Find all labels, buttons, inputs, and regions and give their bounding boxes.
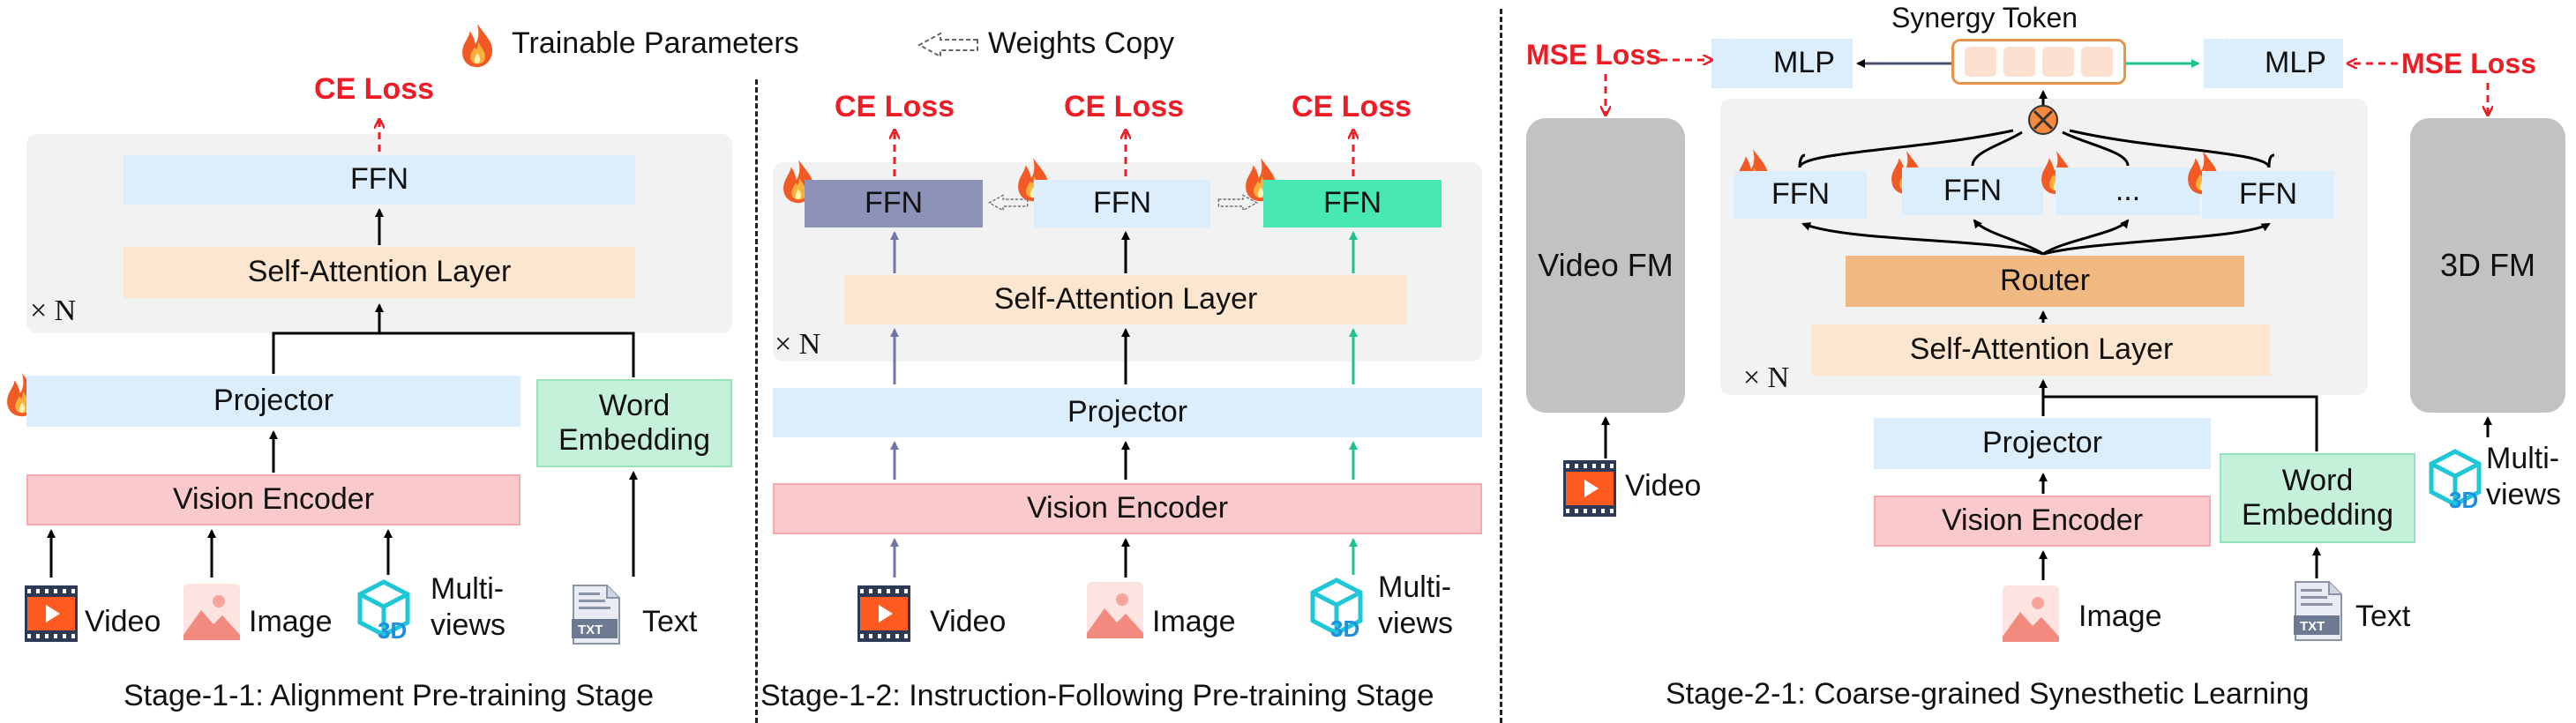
route-arrow: [1798, 153, 2275, 168]
s11-input-multiviews: Multi-views: [431, 572, 506, 642]
s21-synergy-token-label: Synergy Token: [1891, 2, 2078, 34]
arrow: [375, 303, 635, 377]
s11-input-video: Video: [85, 605, 161, 638]
s21-mse-loss-right: MSE Loss: [2401, 48, 2536, 79]
s21-word-embedding: Word Embedding: [2220, 453, 2415, 543]
s12-input-image: Image: [1152, 605, 1236, 638]
s12-ffn-trainable: FFN: [1263, 180, 1442, 227]
route-arrow: [2042, 222, 2271, 256]
route-arrow: [2062, 130, 2130, 167]
legend-trainable: Trainable Parameters: [512, 26, 799, 60]
s12-ffn-shared: FFN: [1034, 180, 1210, 227]
s21-3d-fm: 3D FM: [2410, 118, 2565, 413]
s11-input-text: Text: [642, 605, 698, 638]
s12-ffn-frozen: FFN: [805, 180, 983, 227]
s21-ffn-expert-2: FFN: [1902, 168, 2043, 215]
s11-ffn: FFN: [124, 155, 635, 205]
s12-projector: Projector: [773, 388, 1482, 437]
s11-input-image: Image: [249, 605, 333, 638]
s21-input-video: Video: [1625, 469, 1702, 503]
s21-mlp-right: MLP: [2204, 39, 2343, 88]
s12-self-attention: Self-Attention Layer: [845, 275, 1406, 324]
synergy-token-slot: [2042, 47, 2074, 77]
s12-vision-encoder: Vision Encoder: [773, 483, 1482, 534]
route-arrow: [2069, 129, 2271, 168]
synergy-token-slot: [1965, 47, 1996, 77]
s21-input-image: Image: [2078, 600, 2162, 633]
s21-router: Router: [1846, 256, 2244, 307]
s11-word-embedding: Word Embedding: [536, 379, 732, 467]
line: [272, 332, 379, 374]
s11-vision-encoder: Vision Encoder: [26, 474, 520, 525]
s21-repeat-n: × N: [1743, 362, 1790, 394]
s12-input-video: Video: [930, 605, 1007, 638]
s12-ce-loss-1: CE Loss: [835, 90, 955, 123]
s21-ffn-expert-4: FFN: [2202, 171, 2334, 219]
route-arrow: [1798, 129, 2014, 168]
s11-caption: Stage-1-1: Alignment Pre-training Stage: [124, 679, 655, 712]
s21-self-attention: Self-Attention Layer: [1812, 324, 2271, 376]
s21-projector: Projector: [1874, 418, 2211, 469]
s21-caption: Stage-2-1: Coarse-grained Synesthetic Le…: [1666, 677, 2310, 711]
s11-repeat-n: × N: [30, 294, 77, 327]
divider-right: [1500, 9, 1502, 723]
line: [2041, 395, 2318, 451]
s21-mlp-left: MLP: [1711, 39, 1853, 88]
divider-left: [755, 79, 758, 723]
s12-ce-loss-3: CE Loss: [1292, 90, 1412, 123]
route-arrow: [1973, 219, 2044, 256]
s21-synergy-token: [1951, 39, 2126, 85]
s11-projector: Projector: [26, 376, 520, 427]
multiply-node: [2028, 105, 2058, 135]
synergy-token-slot: [2003, 47, 2035, 77]
s11-ce-loss: CE Loss: [314, 72, 435, 106]
s21-ffn-expert-dots: ...: [2056, 168, 2200, 215]
s21-video-fm: Video FM: [1526, 118, 1685, 413]
legend-weights-copy: Weights Copy: [988, 26, 1175, 60]
s12-repeat-n: × N: [775, 328, 821, 361]
s21-vision-encoder: Vision Encoder: [1874, 496, 2211, 547]
route-arrow: [1801, 222, 2044, 256]
s21-mse-loss-left: MSE Loss: [1526, 39, 1661, 71]
s12-ce-loss-2: CE Loss: [1064, 90, 1185, 123]
s21-input-text: Text: [2355, 600, 2411, 633]
s12-caption: Stage-1-2: Instruction-Following Pre-tra…: [760, 679, 1434, 712]
route-arrow: [1971, 130, 2023, 167]
s21-ffn-expert-1: FFN: [1734, 171, 1867, 219]
synergy-token-slot: [2081, 47, 2113, 77]
route-arrow: [2042, 219, 2130, 256]
s12-input-multiviews: Multi-views: [1378, 570, 1454, 640]
s11-self-attention: Self-Attention Layer: [124, 247, 635, 298]
s21-input-multiviews: Multi-views: [2486, 442, 2562, 511]
